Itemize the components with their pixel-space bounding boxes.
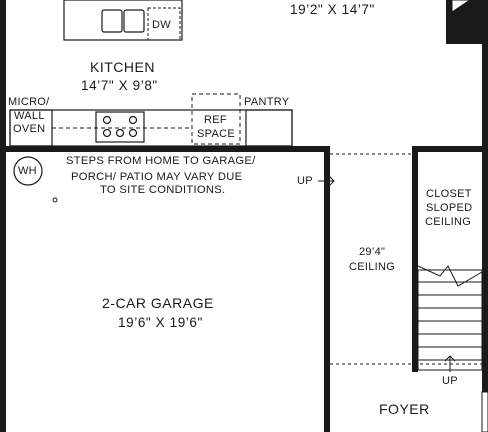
island-counter xyxy=(63,0,183,41)
kitchen-dimensions: 14’7" X 9’8" xyxy=(81,78,158,93)
space-label: SPACE xyxy=(197,128,235,140)
wh-label: WH xyxy=(18,165,37,177)
ceiling-height: 29’4" xyxy=(359,246,386,258)
note-line-3: TO SITE CONDITIONS. xyxy=(100,184,226,196)
foyer-outline xyxy=(330,153,482,365)
sink-left xyxy=(101,9,123,33)
up-bottom-label: UP xyxy=(442,375,458,387)
note-line-2: PORCH/ PATIO MAY VARY DUE xyxy=(71,171,243,183)
wall-label: WALL xyxy=(14,110,45,122)
garage-title: 2-CAR GARAGE xyxy=(102,295,214,311)
burner-3 xyxy=(115,128,125,138)
micro-label: MICRO/ xyxy=(8,96,50,108)
kitchen-title: KITCHEN xyxy=(90,59,155,75)
door-swing-upper-right xyxy=(451,0,471,13)
entry-door xyxy=(481,391,488,432)
burner-2 xyxy=(102,128,112,138)
ref-space xyxy=(191,93,241,145)
up-left-label: UP xyxy=(297,175,313,187)
wall-right-outer xyxy=(482,0,488,392)
closet-line-3: CEILING xyxy=(425,216,472,228)
floor-drain xyxy=(52,197,58,203)
dw-label: DW xyxy=(152,19,171,31)
wall-garage-right xyxy=(324,146,330,432)
wall-closet-left xyxy=(412,146,418,372)
up-arrow-left xyxy=(318,175,335,187)
kitchen-counter xyxy=(9,93,293,147)
ceiling-label: CEILING xyxy=(349,261,396,273)
cooktop xyxy=(95,111,145,143)
up-arrow-bottom xyxy=(444,355,456,372)
kitchen-island xyxy=(63,0,183,41)
pantry xyxy=(245,109,293,147)
oven-label: OVEN xyxy=(13,123,46,135)
foyer-title: FOYER xyxy=(379,401,430,417)
wall-oven xyxy=(9,109,53,147)
wall-left-outer xyxy=(0,0,6,432)
dishwasher xyxy=(147,7,181,41)
wall-kitchen-garage xyxy=(0,146,330,152)
closet-line-1: CLOSET xyxy=(426,188,472,200)
burner-4 xyxy=(128,128,138,138)
ref-label: REF xyxy=(204,114,227,126)
wall-closet-top xyxy=(412,146,488,152)
pantry-label: PANTRY xyxy=(244,96,290,108)
stairs xyxy=(417,265,483,371)
closet-line-2: SLOPED xyxy=(426,202,473,214)
water-heater xyxy=(13,156,43,186)
sink-right xyxy=(123,9,145,33)
note-line-1: STEPS FROM HOME TO GARAGE/ xyxy=(66,155,256,167)
burner-5 xyxy=(128,115,138,125)
burner-1 xyxy=(102,115,112,125)
top-room-dimensions: 19’2" X 14’7" xyxy=(290,2,375,17)
garage-dimensions: 19’6" X 19’6" xyxy=(118,315,203,330)
